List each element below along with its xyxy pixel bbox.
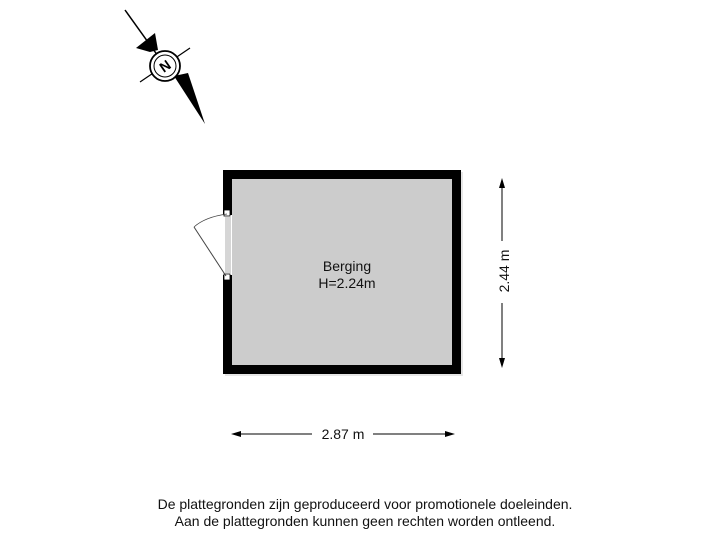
disclaimer-line-1: De plattegronden zijn geproduceerd voor … (157, 496, 573, 512)
depth-dimension-line (499, 178, 505, 368)
width-dimension-line (231, 431, 455, 437)
room-name: Berging (322, 258, 372, 274)
room-label: Berging H=2.24m (292, 258, 402, 292)
north-arrow-icon: N (124, 9, 205, 124)
door-swing-icon (193, 209, 232, 281)
depth-dimension-label: 2.44 m (495, 241, 513, 301)
disclaimer: De plattegronden zijn geproduceerd voor … (0, 496, 720, 530)
room-height: H=2.24m (318, 275, 376, 291)
width-dimension-label: 2.87 m (313, 425, 373, 443)
disclaimer-line-2: Aan de plattegronden kunnen geen rechten… (174, 513, 556, 529)
room-floor-berging (232, 179, 452, 365)
